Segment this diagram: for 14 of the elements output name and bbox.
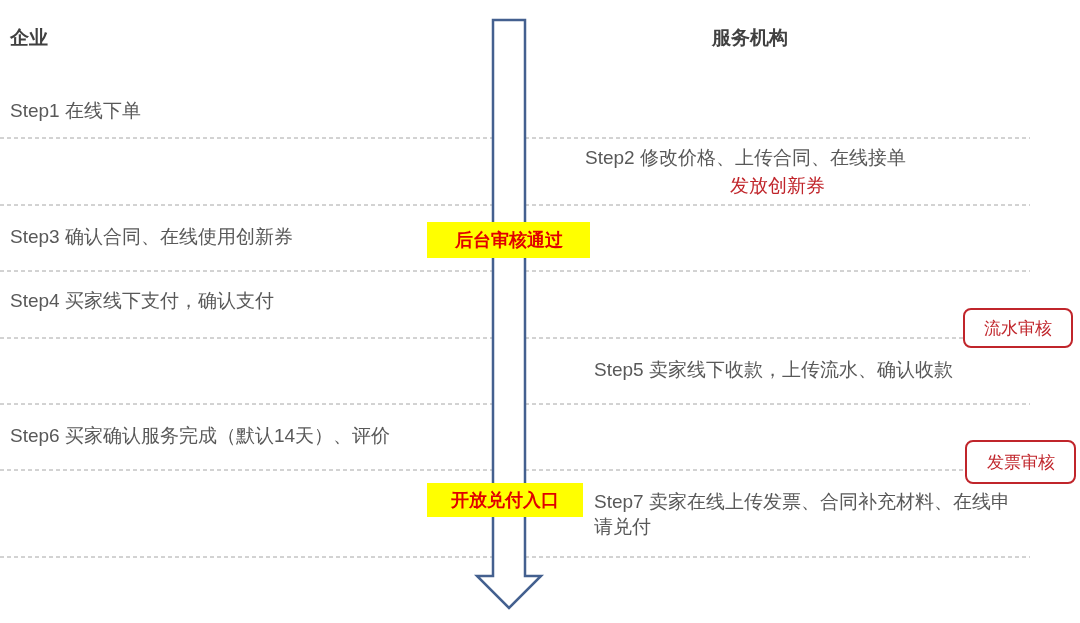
step-text: Step1 在线下单 [10,99,141,123]
step-text: Step5 卖家线下收款，上传流水、确认收款 [594,358,953,382]
column-heading: 企业 [10,26,48,50]
highlight-box: 后台审核通过 [427,222,590,258]
step-text: Step4 买家线下支付，确认支付 [10,289,274,313]
column-heading: 服务机构 [712,26,788,50]
review-tag: 流水审核 [963,308,1073,348]
highlight-box: 开放兑付入口 [427,483,583,517]
review-tag: 发票审核 [965,440,1076,484]
step-text: Step2 修改价格、上传合同、在线接单 [585,146,906,170]
step-text: 发放创新券 [730,174,825,198]
step-text: Step3 确认合同、在线使用创新券 [10,225,293,249]
step-text: Step6 买家确认服务完成（默认14天）、评价 [10,424,391,448]
step-text: Step7 卖家在线上传发票、合同补充材料、在线申请兑付 [594,490,1011,539]
